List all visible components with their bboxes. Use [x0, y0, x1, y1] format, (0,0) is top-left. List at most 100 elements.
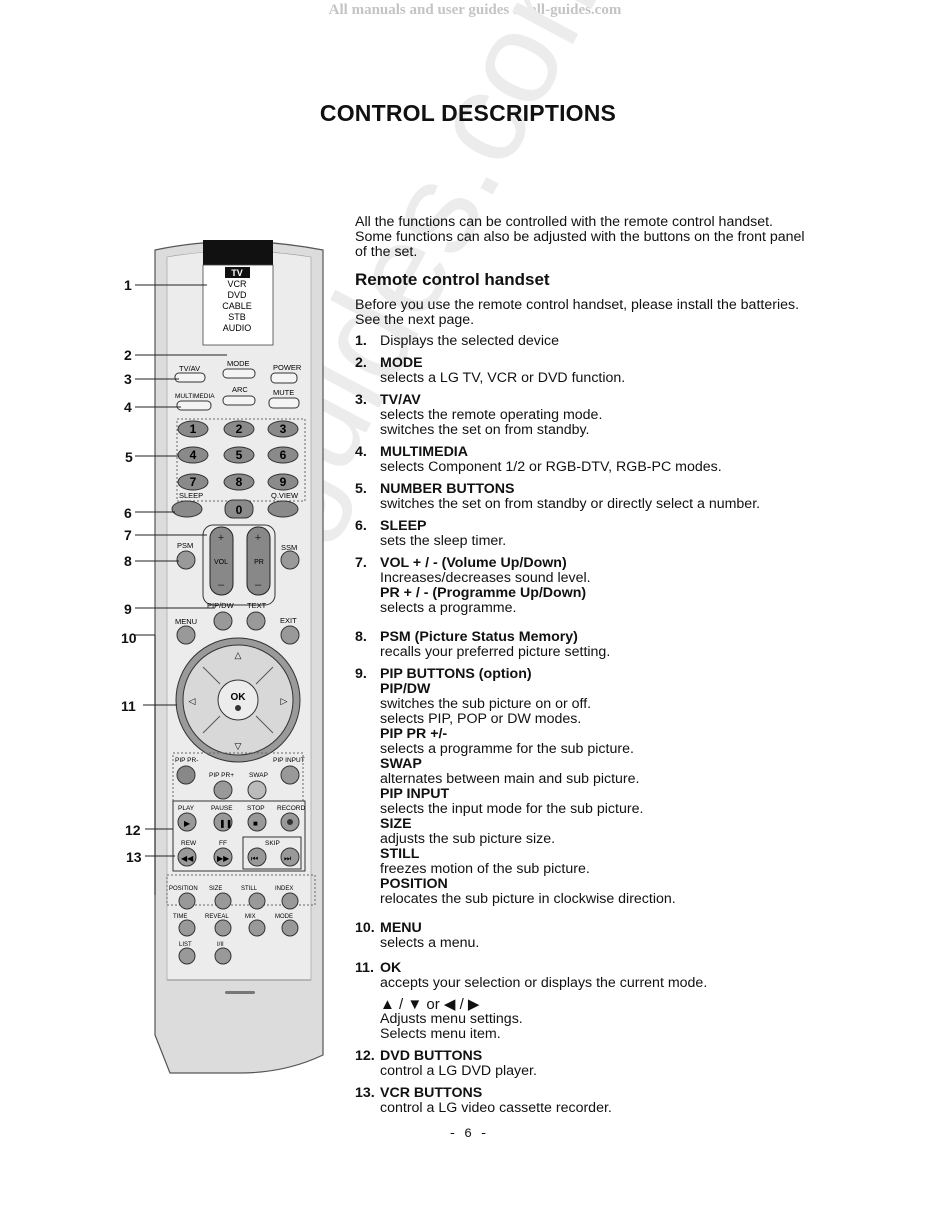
- item-title: MULTIMEDIA: [380, 444, 468, 460]
- stop-icon: ■: [253, 819, 258, 828]
- num-button-1[interactable]: 1: [190, 422, 197, 436]
- remote-svg: TV VCR DVD CABLE STB AUDIO TV/AV MODE PO…: [135, 240, 324, 1074]
- menu-button[interactable]: [176, 625, 196, 645]
- item-number: 12.: [355, 1048, 375, 1064]
- section-heading: Remote control handset: [355, 270, 550, 289]
- item-title: POSITION: [380, 876, 448, 892]
- item-1: 1. Displays the selected device: [355, 334, 805, 349]
- num-button-8[interactable]: 8: [236, 475, 243, 489]
- skip-forward-icon: ⏭: [284, 854, 291, 863]
- item-number: 7.: [355, 555, 367, 571]
- number-pad: 1 2 3 4 5 6 7 8 9: [177, 420, 299, 491]
- still-button[interactable]: [248, 892, 266, 910]
- sleep-button[interactable]: [171, 500, 203, 518]
- time-label: TIME: [173, 914, 187, 920]
- swap-label: SWAP: [249, 772, 268, 779]
- record-icon: [287, 819, 293, 825]
- num-button-5[interactable]: 5: [236, 448, 243, 462]
- down-arrow-icon[interactable]: ▽: [235, 741, 242, 751]
- text-button[interactable]: [246, 611, 266, 631]
- num-button-9[interactable]: 9: [280, 475, 287, 489]
- mix-button[interactable]: [248, 919, 266, 937]
- exit-label: EXIT: [280, 616, 297, 625]
- item-line: Displays the selected device: [380, 333, 560, 349]
- item-line: Selects menu item.: [380, 1026, 501, 1042]
- item-title: SWAP: [380, 756, 422, 772]
- device-vcr: VCR: [227, 279, 247, 289]
- item-title: PIP/DW: [380, 681, 431, 697]
- pippr-plus-label: PIP PR+: [209, 772, 234, 779]
- rew-button[interactable]: [177, 847, 197, 867]
- pipdw-button[interactable]: [213, 611, 233, 631]
- skip-label: SKIP: [265, 840, 280, 847]
- stop-button[interactable]: [247, 812, 267, 832]
- num-button-3[interactable]: 3: [280, 422, 287, 436]
- item-line: selects the input mode for the sub pictu…: [380, 801, 644, 817]
- num-button-2[interactable]: 2: [236, 422, 243, 436]
- item-line: freezes motion of the sub picture.: [380, 861, 590, 877]
- item-number: 2.: [355, 355, 367, 371]
- item-line: relocates the sub picture in clockwise d…: [380, 891, 676, 907]
- item-title: PIP BUTTONS (option): [380, 666, 532, 682]
- swap-button[interactable]: [247, 780, 267, 800]
- mode-teletext-button[interactable]: [281, 919, 299, 937]
- num-button-4[interactable]: 4: [190, 448, 197, 462]
- ssm-button[interactable]: [280, 550, 300, 570]
- num-button-7[interactable]: 7: [190, 475, 197, 489]
- item-title: VOL + / - (Volume Up/Down): [380, 555, 567, 571]
- right-arrow-icon[interactable]: ▷: [281, 696, 288, 706]
- left-arrow-icon[interactable]: ◁: [189, 696, 196, 706]
- mode-button[interactable]: [222, 368, 256, 379]
- num-button-6[interactable]: 6: [280, 448, 287, 462]
- index-button[interactable]: [281, 892, 299, 910]
- mute-button[interactable]: [268, 397, 300, 409]
- item-line: control a LG DVD player.: [380, 1063, 537, 1079]
- item-line: recalls your preferred picture setting.: [380, 644, 611, 660]
- device-stb: STB: [228, 312, 246, 322]
- item-number: 9.: [355, 666, 367, 682]
- svg-text:–: –: [218, 579, 225, 591]
- item-title: PSM (Picture Status Memory): [380, 629, 578, 645]
- callout-11: 11: [121, 698, 136, 714]
- multimedia-button[interactable]: [176, 400, 212, 411]
- device-audio: AUDIO: [223, 323, 252, 333]
- position-label: POSITION: [169, 886, 198, 892]
- tvav-button[interactable]: [174, 372, 206, 383]
- item-line: selects PIP, POP or DW modes.: [380, 711, 582, 727]
- page-number: - 6 -: [448, 1126, 488, 1141]
- ok-button[interactable]: OK: [231, 692, 247, 703]
- pippr-minus-button[interactable]: [176, 765, 196, 785]
- iii-button[interactable]: [214, 947, 232, 965]
- ff-button[interactable]: [213, 847, 233, 867]
- exit-button[interactable]: [280, 625, 300, 645]
- arc-button[interactable]: [222, 395, 256, 406]
- skip-forward-button[interactable]: [280, 847, 300, 867]
- menu-label: MENU: [175, 617, 197, 626]
- vol-rocker[interactable]: VOL: [214, 559, 228, 566]
- pipinput-button[interactable]: [280, 765, 300, 785]
- play-button[interactable]: [177, 812, 197, 832]
- callout-8: 8: [124, 553, 132, 569]
- mix-label: MIX: [245, 914, 256, 920]
- up-arrow-icon[interactable]: △: [235, 650, 242, 660]
- pause-button[interactable]: [213, 812, 233, 832]
- list-button[interactable]: [178, 947, 196, 965]
- pippr-plus-button[interactable]: [213, 780, 233, 800]
- item-line: Adjusts menu settings.: [380, 1011, 523, 1027]
- device-dvd: DVD: [227, 290, 247, 300]
- item-number: 6.: [355, 518, 367, 534]
- psm-button[interactable]: [176, 550, 196, 570]
- item-title: PIP INPUT: [380, 786, 450, 802]
- qview-button[interactable]: [267, 500, 299, 518]
- reveal-button[interactable]: [214, 919, 232, 937]
- num-button-0[interactable]: 0: [236, 503, 243, 517]
- item-2: 2. MODE selects a LG TV, VCR or DVD func…: [355, 356, 805, 386]
- position-button[interactable]: [178, 892, 196, 910]
- time-button[interactable]: [178, 919, 196, 937]
- size-button[interactable]: [214, 892, 232, 910]
- skip-back-button[interactable]: [247, 847, 267, 867]
- item-12: 12. DVD BUTTONS control a LG DVD player.: [355, 1049, 805, 1079]
- mode-teletext-label: MODE: [275, 914, 293, 920]
- pr-rocker[interactable]: PR: [254, 559, 264, 566]
- power-button[interactable]: [270, 372, 298, 384]
